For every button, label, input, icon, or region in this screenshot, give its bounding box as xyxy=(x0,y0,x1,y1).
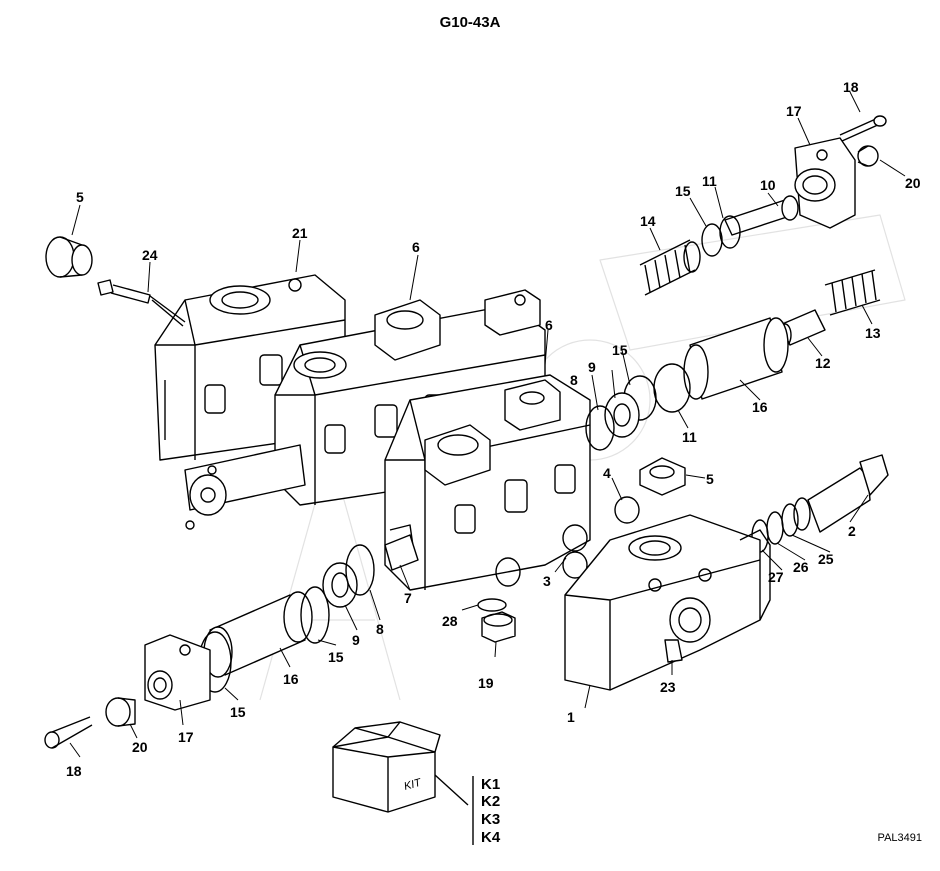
spool-left xyxy=(184,444,306,530)
callout-14: 14 xyxy=(640,213,656,229)
ring-11-middle xyxy=(653,363,691,413)
o-ring-15-left-b xyxy=(300,586,330,644)
end-cap-17-right xyxy=(794,137,856,229)
kit-k1: K1 xyxy=(481,776,500,793)
callout-24: 24 xyxy=(142,247,158,263)
sleeve-16-right xyxy=(683,317,789,400)
plug-19 xyxy=(481,611,516,643)
callout-8-left: 8 xyxy=(376,621,384,637)
kit-k2: K2 xyxy=(481,793,500,810)
callout-17-left: 17 xyxy=(178,729,194,745)
callout-21: 21 xyxy=(292,225,308,241)
plug-5-right xyxy=(639,457,686,496)
cap-screw-20-right xyxy=(857,145,879,167)
callout-9-right: 9 xyxy=(588,359,596,375)
callout-4: 4 xyxy=(603,465,611,481)
leader-lines xyxy=(69,91,906,758)
callout-15-mid: 15 xyxy=(612,342,628,358)
callout-7: 7 xyxy=(404,590,412,606)
callout-25: 25 xyxy=(818,551,834,567)
callout-12: 12 xyxy=(815,355,831,371)
bolt-18-left xyxy=(44,716,93,749)
callout-2: 2 xyxy=(848,523,856,539)
callout-20-right: 20 xyxy=(905,175,921,191)
bolt-18-right xyxy=(839,115,887,142)
callout-labels: 5 24 21 6 6 18 17 20 10 11 15 14 13 12 1… xyxy=(66,79,921,779)
callout-6-top: 6 xyxy=(412,239,420,255)
callout-20-left: 20 xyxy=(132,739,148,755)
callout-13: 13 xyxy=(865,325,881,341)
o-ring-3-b xyxy=(562,551,588,579)
spool-7 xyxy=(384,534,419,571)
callout-28: 28 xyxy=(442,613,458,629)
callout-5-left: 5 xyxy=(76,189,84,205)
kit-k3: K3 xyxy=(481,811,500,828)
fitting-23 xyxy=(664,639,683,663)
cartridge-2 xyxy=(793,454,889,533)
callout-23: 23 xyxy=(660,679,676,695)
o-ring-8-right xyxy=(585,405,615,451)
callout-11-mid: 11 xyxy=(682,429,697,445)
o-ring-4 xyxy=(614,496,640,524)
diagram-title: G10-43A xyxy=(439,14,501,31)
end-cap-17-left xyxy=(144,634,211,711)
kit-box xyxy=(332,721,474,845)
seal-9-left xyxy=(322,562,358,608)
kit-box-label: KIT xyxy=(403,777,424,793)
inlet-section-1 xyxy=(564,514,771,691)
kit-k4: K4 xyxy=(481,829,501,846)
o-ring-28 xyxy=(477,598,507,612)
part-10 xyxy=(724,195,799,236)
callout-16-left: 16 xyxy=(283,671,299,687)
callout-18-right: 18 xyxy=(843,79,859,95)
sleeve-16-left xyxy=(203,591,313,678)
callout-15-left-a: 15 xyxy=(328,649,344,665)
callout-17-right: 17 xyxy=(786,103,802,119)
o-ring-3-a xyxy=(562,524,588,552)
callout-6-mid: 6 xyxy=(545,317,553,333)
seal-9-right xyxy=(604,392,640,438)
callout-1: 1 xyxy=(567,709,575,725)
callout-8-right: 8 xyxy=(570,372,578,388)
callout-9-left: 9 xyxy=(352,632,360,648)
callout-15-top: 15 xyxy=(675,183,691,199)
callout-18-left: 18 xyxy=(66,763,82,779)
cap-screw-20-left xyxy=(105,697,136,727)
callout-5-right: 5 xyxy=(706,471,714,487)
callout-15-left-b: 15 xyxy=(230,704,246,720)
drawing-code: PAL3491 xyxy=(877,832,922,844)
screw-24 xyxy=(97,279,186,327)
callout-27: 27 xyxy=(768,569,784,585)
callout-19: 19 xyxy=(478,675,494,691)
spring-14 xyxy=(639,239,701,296)
callout-16-right: 16 xyxy=(752,399,768,415)
callout-3: 3 xyxy=(543,573,551,589)
spring-13 xyxy=(824,269,881,316)
plug-5-left xyxy=(45,236,93,278)
callout-11-top: 11 xyxy=(702,173,717,189)
kit-list: K1 K2 K3 K4 xyxy=(481,776,501,846)
o-ring-8-left xyxy=(345,544,375,596)
o-ring-extra xyxy=(495,557,521,587)
callout-26: 26 xyxy=(793,559,809,575)
o-ring-15-right xyxy=(701,223,723,257)
ring-26 xyxy=(766,511,784,545)
valve-section-6-front xyxy=(384,374,591,591)
callout-10: 10 xyxy=(760,177,776,193)
